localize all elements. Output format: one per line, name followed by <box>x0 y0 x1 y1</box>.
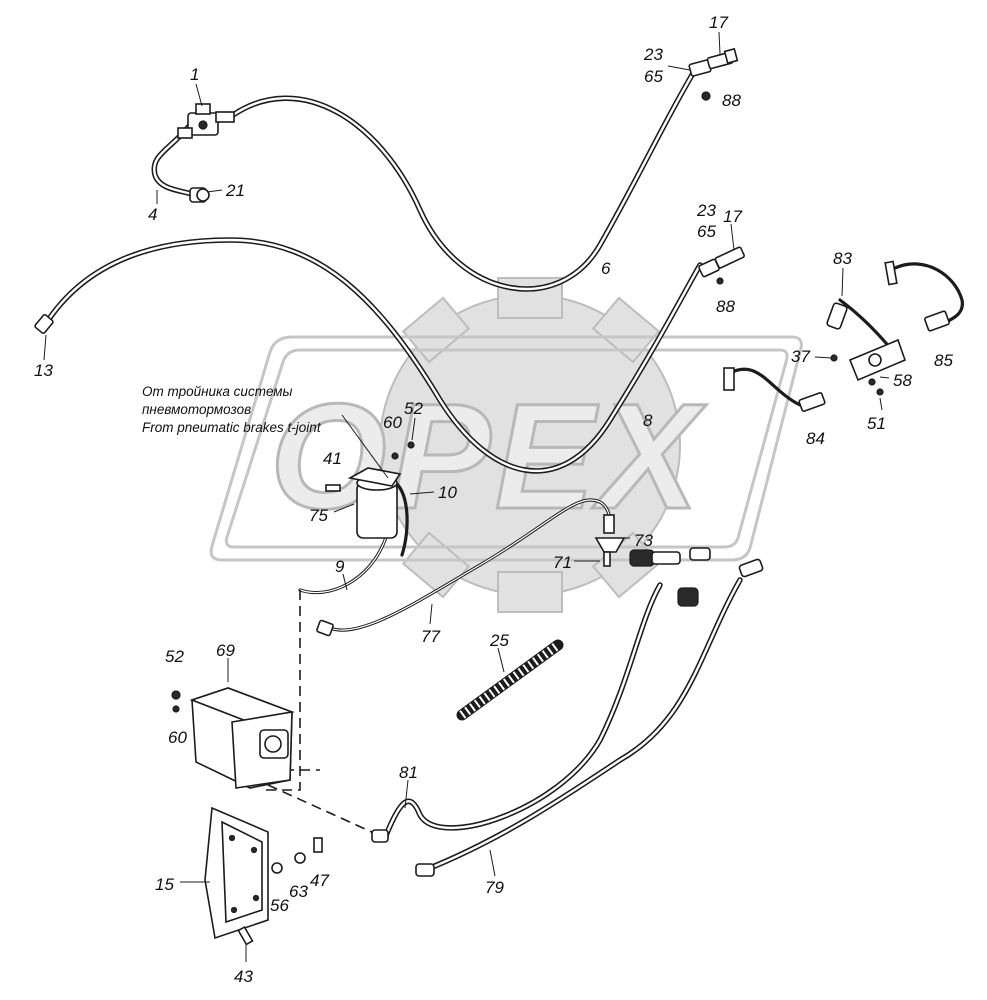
callout-9: 9 <box>335 557 345 576</box>
watermark-text: OPEX <box>270 372 707 540</box>
callout-37: 37 <box>791 347 810 366</box>
callout-77: 77 <box>421 627 440 646</box>
callout-15: 15 <box>155 875 174 894</box>
box-part-69 <box>171 687 295 789</box>
callout-71: 71 <box>553 553 572 572</box>
callout-65-top: 65 <box>644 67 663 86</box>
callout-labels: 1 4 21 13 6 17 23 65 88 23 17 65 88 83 8… <box>34 13 953 986</box>
callout-79: 79 <box>485 878 504 897</box>
callout-23-mid: 23 <box>696 201 716 220</box>
callout-85: 85 <box>934 351 953 370</box>
callout-60-upper: 60 <box>383 413 402 432</box>
spiral-part-25 <box>456 639 564 721</box>
callout-83: 83 <box>833 249 852 268</box>
callout-88-mid: 88 <box>716 297 735 316</box>
callout-88-top: 88 <box>722 91 741 110</box>
callout-60-lower: 60 <box>168 728 187 747</box>
callout-51: 51 <box>867 414 886 433</box>
callout-6: 6 <box>601 259 611 278</box>
callout-75: 75 <box>309 506 328 525</box>
leader-lines <box>43 31 890 962</box>
fasteners <box>237 837 323 946</box>
sensor-part-83 <box>826 260 898 330</box>
callout-21: 21 <box>225 181 245 200</box>
callout-58: 58 <box>893 371 912 390</box>
callout-73: 73 <box>634 531 653 550</box>
cylinder-part-75 <box>325 441 415 539</box>
callout-52-upper: 52 <box>404 399 423 418</box>
callout-47: 47 <box>310 871 329 890</box>
callout-69: 69 <box>216 641 235 660</box>
callout-1: 1 <box>190 65 199 84</box>
callout-65-mid: 65 <box>697 222 716 241</box>
callout-56: 56 <box>270 896 289 915</box>
note-line-ru-2: пневмотормозов <box>142 402 251 417</box>
note-from-pneumatic-brakes: От тройника системы пневмотормозов From … <box>142 384 322 435</box>
fitting-part-13 <box>34 314 54 334</box>
connector-part-84 <box>723 367 826 412</box>
bracket-part-15 <box>204 806 269 940</box>
callout-52-lower: 52 <box>165 647 184 666</box>
callout-81: 81 <box>399 763 418 782</box>
note-line-en: From pneumatic brakes t-joint <box>142 420 322 435</box>
callout-17-top: 17 <box>709 13 728 32</box>
callout-10: 10 <box>438 483 457 502</box>
callout-63: 63 <box>289 882 308 901</box>
hose-end-fittings <box>316 619 435 877</box>
fitting-part-17-top <box>688 47 739 101</box>
connector-part-85 <box>924 310 950 332</box>
callout-8: 8 <box>643 411 653 430</box>
callout-43: 43 <box>234 967 253 986</box>
fitting-part-17-mid <box>698 246 745 285</box>
callout-84: 84 <box>806 429 825 448</box>
callout-25: 25 <box>489 631 509 650</box>
fitting-part-21 <box>189 187 210 203</box>
valve-part-1 <box>177 103 235 139</box>
note-line-ru-1: От тройника системы <box>142 384 293 399</box>
callout-4: 4 <box>148 205 157 224</box>
bracket-part-37 <box>830 338 907 396</box>
callout-17-mid: 17 <box>723 207 742 226</box>
opex-watermark: OPEX <box>209 277 803 613</box>
fitting-part-71 <box>594 514 626 567</box>
callout-41: 41 <box>323 449 342 468</box>
callout-23-top: 23 <box>643 45 663 64</box>
harness-connectors <box>629 547 764 607</box>
callout-13: 13 <box>34 361 53 380</box>
components <box>34 47 950 946</box>
